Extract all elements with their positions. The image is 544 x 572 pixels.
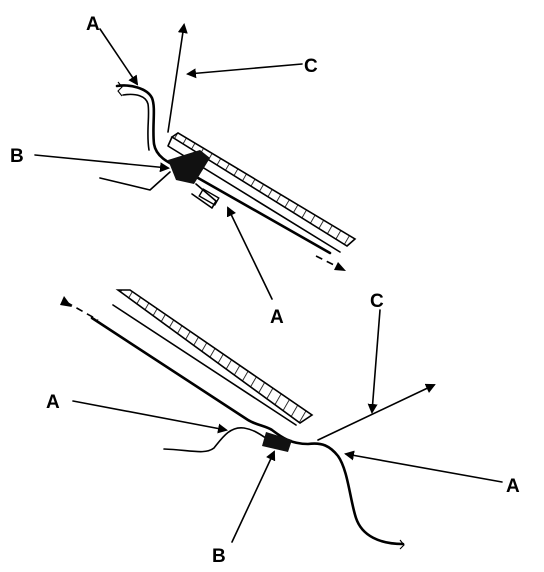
lower-panel-edge bbox=[112, 304, 297, 426]
lower-panel bbox=[115, 289, 314, 424]
label-a-upper-left: A bbox=[86, 14, 100, 35]
lower-dash-arrow bbox=[65, 301, 99, 321]
upper-break-mark bbox=[117, 81, 123, 97]
label-b-upper: B bbox=[10, 146, 24, 167]
label-c-upper: C bbox=[304, 56, 318, 77]
lower-break-mark bbox=[399, 539, 405, 550]
upper-panel bbox=[170, 132, 357, 247]
upper-panel-edge bbox=[167, 136, 341, 253]
upper-direction-arrow bbox=[167, 23, 188, 133]
upper-clip-b bbox=[168, 150, 210, 184]
upper-molding bbox=[115, 84, 332, 255]
label-a-lower-right: A bbox=[506, 476, 520, 497]
lower-leader-c bbox=[367, 309, 381, 414]
label-c-lower: C bbox=[370, 291, 384, 312]
lower-leader-a1 bbox=[72, 400, 228, 434]
upper-assembly bbox=[99, 23, 357, 271]
lower-leader-b bbox=[231, 450, 276, 543]
upper-leader-a2 bbox=[226, 206, 273, 300]
lower-assembly bbox=[60, 289, 436, 550]
lower-direction-arrow bbox=[317, 383, 436, 441]
label-a-upper-bottom: A bbox=[270, 307, 284, 328]
upper-leader-a1 bbox=[99, 28, 139, 86]
label-b-lower: B bbox=[212, 546, 226, 567]
upper-wire bbox=[99, 171, 171, 191]
lower-leader-a2 bbox=[344, 450, 503, 483]
upper-leader-c bbox=[186, 63, 303, 79]
lower-molding bbox=[90, 316, 405, 546]
lower-clip-b bbox=[262, 432, 292, 452]
label-a-lower-left: A bbox=[46, 392, 60, 413]
upper-leader-b bbox=[34, 154, 170, 173]
